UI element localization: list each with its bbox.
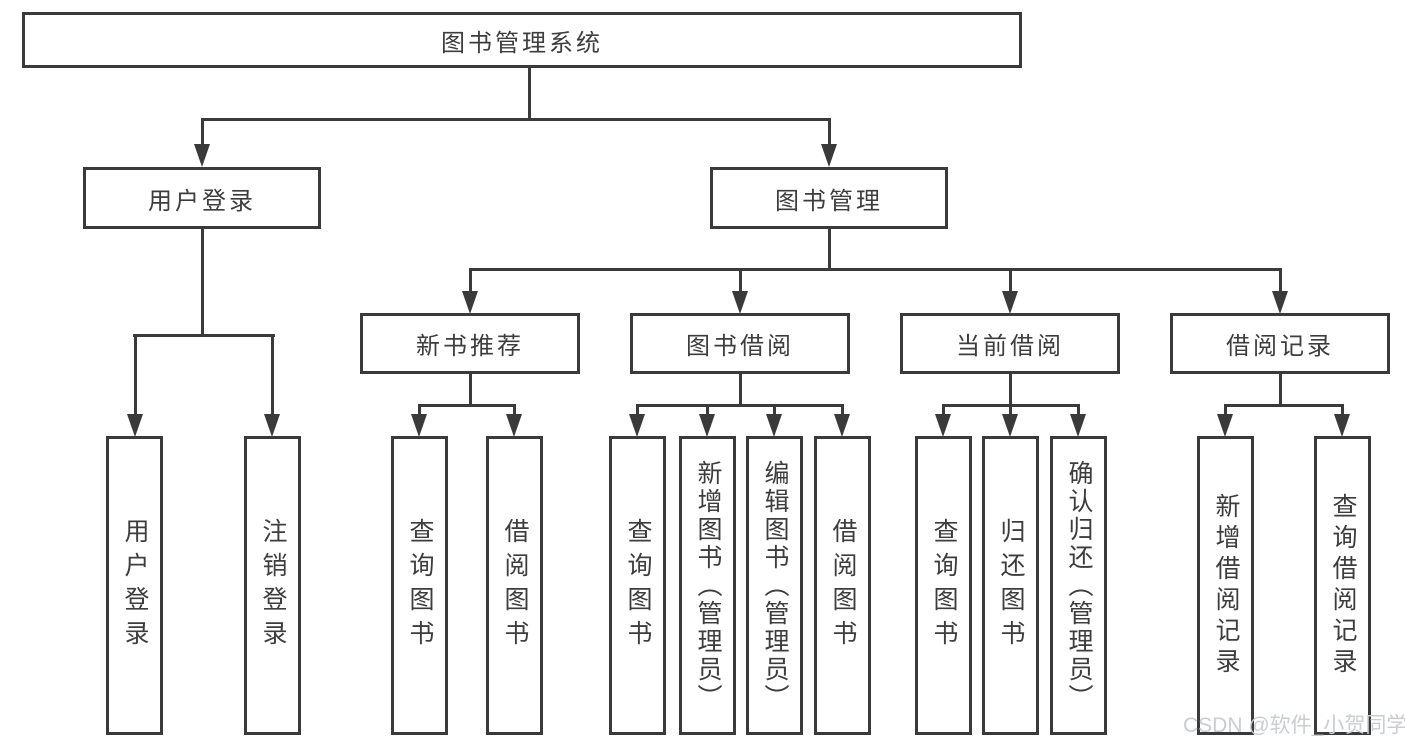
leaf-add-borrow-record: 新增借阅记录 bbox=[1197, 436, 1254, 735]
node-label: 新书推荐 bbox=[416, 333, 524, 360]
connector-line bbox=[1279, 268, 1282, 293]
connector-line bbox=[134, 334, 137, 416]
arrowhead bbox=[194, 144, 210, 167]
node-label: 用户登录 bbox=[121, 517, 149, 654]
node-label: 新增借阅记录 bbox=[1212, 492, 1240, 679]
connector-line bbox=[418, 404, 516, 407]
node-label: 借阅记录 bbox=[1226, 333, 1334, 360]
connector-line bbox=[201, 229, 204, 337]
connector-line bbox=[1009, 404, 1012, 417]
connector-line bbox=[513, 404, 516, 417]
arrowhead bbox=[264, 414, 280, 437]
node-label: 查询图书 bbox=[406, 517, 434, 654]
arrowhead bbox=[1002, 414, 1018, 437]
node-label: 借阅图书 bbox=[501, 517, 529, 654]
leaf-user-login: 用户登录 bbox=[106, 436, 163, 735]
connector-line bbox=[418, 404, 421, 417]
connector-line bbox=[706, 404, 709, 417]
node-label: 编辑图书（管理员） bbox=[761, 459, 789, 712]
node-label: 借阅图书 bbox=[829, 517, 857, 654]
connector-line bbox=[528, 68, 531, 118]
leaf-query-books-borrow: 查询图书 bbox=[609, 436, 666, 735]
node-label: 用户登录 bbox=[148, 187, 256, 215]
leaf-query-borrow-record: 查询借阅记录 bbox=[1314, 436, 1371, 735]
node-current-borrowing: 当前借阅 bbox=[900, 313, 1120, 374]
leaf-borrow-books: 借阅图书 bbox=[814, 436, 871, 735]
leaf-confirm-return-admin: 确认归还（管理员） bbox=[1050, 436, 1107, 735]
node-label: 注销登录 bbox=[259, 517, 287, 654]
arrowhead bbox=[1272, 291, 1288, 314]
connector-line bbox=[469, 268, 1282, 271]
leaf-edit-books-admin: 编辑图书（管理员） bbox=[746, 436, 803, 735]
node-new-book-recommend: 新书推荐 bbox=[360, 313, 580, 374]
arrowhead bbox=[766, 414, 782, 437]
arrowhead bbox=[127, 414, 143, 437]
arrowhead bbox=[1070, 414, 1086, 437]
watermark: CSDN @软件_小贺同学 bbox=[1183, 714, 1405, 737]
node-label: 查询图书 bbox=[930, 517, 958, 654]
connector-line bbox=[773, 404, 776, 417]
node-label: 查询借阅记录 bbox=[1329, 492, 1357, 679]
leaf-query-books-current: 查询图书 bbox=[915, 436, 972, 735]
connector-line bbox=[636, 404, 639, 417]
connector-line bbox=[828, 118, 831, 146]
node-label: 图书管理系统 bbox=[441, 29, 603, 57]
arrowhead bbox=[699, 414, 715, 437]
connector-line bbox=[739, 373, 742, 407]
connector-line bbox=[1279, 373, 1282, 407]
leaf-return-books: 归还图书 bbox=[982, 436, 1039, 735]
node-label: 图书管理 bbox=[775, 187, 883, 215]
leaf-query-books-recommend: 查询图书 bbox=[391, 436, 448, 735]
arrowhead bbox=[411, 414, 427, 437]
connector-line bbox=[469, 268, 472, 293]
connector-line bbox=[201, 118, 204, 146]
arrowhead bbox=[462, 291, 478, 314]
arrowhead bbox=[1334, 414, 1350, 437]
connector-line bbox=[739, 268, 742, 293]
connector-line bbox=[133, 334, 275, 337]
node-label: 当前借阅 bbox=[956, 333, 1064, 360]
arrowhead bbox=[732, 291, 748, 314]
node-root: 图书管理系统 bbox=[22, 12, 1022, 68]
connector-line bbox=[202, 118, 831, 121]
leaf-logout: 注销登录 bbox=[244, 436, 301, 735]
node-label: 图书借阅 bbox=[686, 333, 794, 360]
arrowhead bbox=[629, 414, 645, 437]
node-borrowing-records: 借阅记录 bbox=[1170, 313, 1390, 374]
connector-line bbox=[942, 404, 945, 417]
node-book-management: 图书管理 bbox=[710, 167, 948, 229]
arrowhead bbox=[821, 144, 837, 167]
connector-line bbox=[841, 404, 844, 417]
connector-line bbox=[828, 229, 831, 268]
connector-line bbox=[1224, 404, 1227, 417]
node-book-borrowing: 图书借阅 bbox=[630, 313, 850, 374]
arrowhead bbox=[834, 414, 850, 437]
leaf-add-books-admin: 新增图书（管理员） bbox=[679, 436, 736, 735]
leaf-borrow-books-recommend: 借阅图书 bbox=[486, 436, 543, 735]
node-user-login: 用户登录 bbox=[83, 167, 321, 229]
node-label: 新增图书（管理员） bbox=[694, 459, 722, 712]
connector-line bbox=[271, 334, 274, 416]
connector-line bbox=[1077, 404, 1080, 417]
node-label: 确认归还（管理员） bbox=[1065, 459, 1093, 712]
connector-line bbox=[1009, 268, 1012, 293]
arrowhead bbox=[935, 414, 951, 437]
connector-line bbox=[1009, 373, 1012, 407]
arrowhead bbox=[1002, 291, 1018, 314]
connector-line bbox=[1224, 404, 1344, 407]
node-label: 查询图书 bbox=[624, 517, 652, 654]
connector-line bbox=[636, 404, 843, 407]
connector-line bbox=[1341, 404, 1344, 417]
connector-line bbox=[469, 373, 472, 407]
node-label: 归还图书 bbox=[997, 517, 1025, 654]
arrowhead bbox=[1217, 414, 1233, 437]
arrowhead bbox=[506, 414, 522, 437]
